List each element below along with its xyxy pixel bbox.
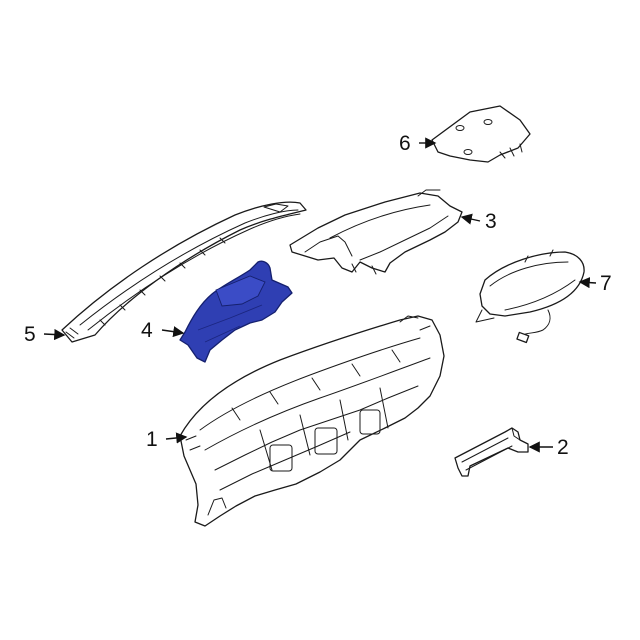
leader-line-4 [161,326,185,338]
callout-7: 7 [600,272,612,295]
part-5-trim-strip[interactable] [61,201,307,343]
callout-3: 3 [485,210,497,233]
callout-2: 2 [557,436,569,459]
leader-line-7 [578,277,597,289]
leader-line-5 [43,328,66,341]
part-6-cover-panel[interactable] [431,105,531,163]
callout-4: 4 [141,319,153,342]
part-1-panel-frame[interactable] [179,315,445,527]
callout-1: 1 [146,428,158,451]
callout-6: 6 [399,132,411,155]
part-3-panel-cover[interactable] [289,189,463,275]
leader-line-1 [165,432,188,444]
callout-5: 5 [24,323,36,346]
leader-line-3 [460,213,481,225]
part-2-bracket[interactable] [454,427,529,477]
part-4-highlighted-component[interactable] [179,260,293,363]
part-7-airbag-module[interactable] [475,249,585,344]
